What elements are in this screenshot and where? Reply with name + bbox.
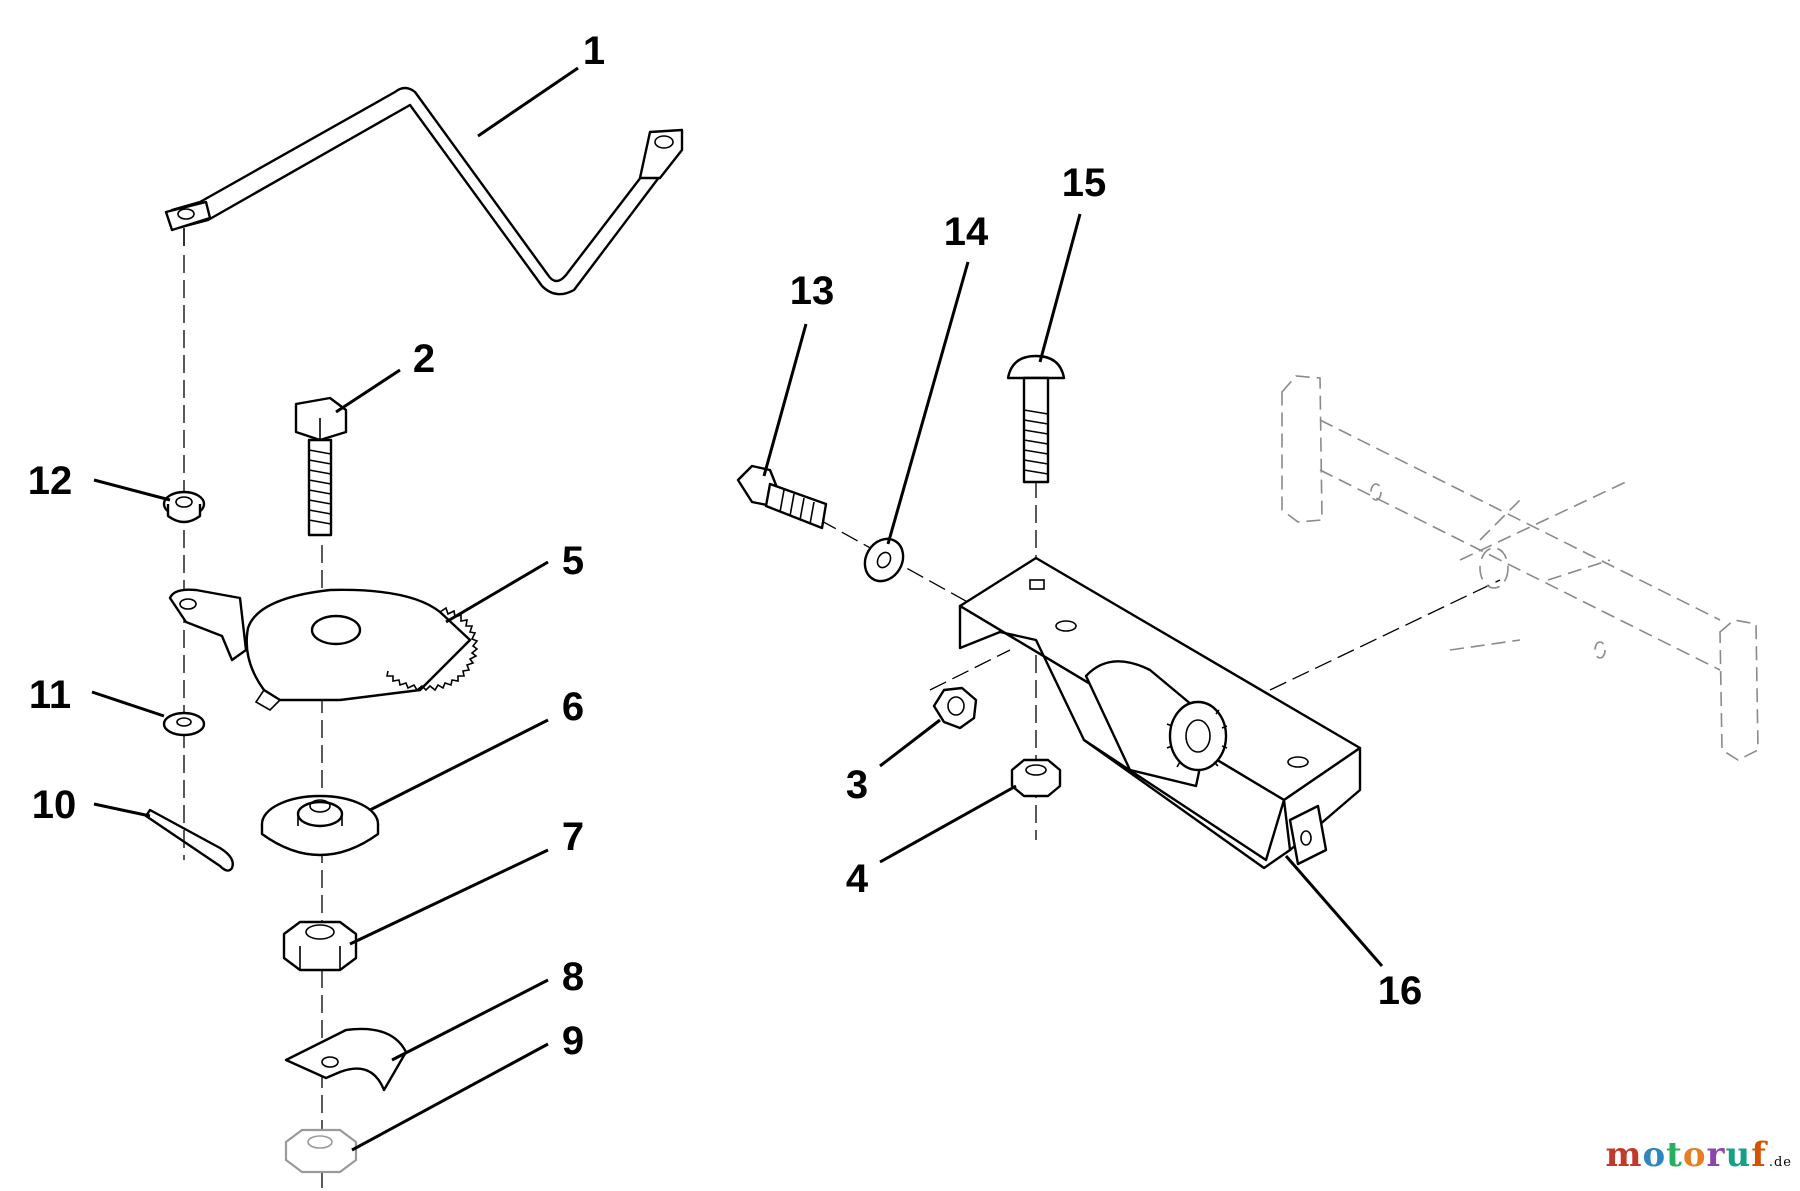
washer-part-11 xyxy=(162,711,206,737)
flange-nut-part-12 xyxy=(162,490,206,524)
watermark-letter: f xyxy=(1751,1135,1767,1175)
shift-rod-part-1 xyxy=(164,86,684,296)
label-part-7: 7 xyxy=(562,815,584,859)
hex-nut-part-7 xyxy=(282,920,358,972)
watermark-text: motoruf xyxy=(1605,1135,1766,1175)
watermark-tld: .de xyxy=(1768,1155,1792,1170)
label-part-14: 14 xyxy=(944,210,989,254)
ghost-frame xyxy=(1281,375,1759,761)
watermark-letter: r xyxy=(1706,1135,1726,1175)
axis-to-frame xyxy=(1269,579,1501,691)
watermark-letter: t xyxy=(1666,1135,1683,1175)
nut-part-4 xyxy=(1010,758,1062,798)
nut-part-3 xyxy=(932,686,978,730)
label-part-3: 3 xyxy=(846,763,868,807)
hex-bolt-part-13 xyxy=(736,464,828,530)
watermark-letter: o xyxy=(1682,1135,1707,1175)
watermark-letter: m xyxy=(1605,1135,1643,1175)
sector-gear-part-5 xyxy=(168,588,479,711)
label-part-1: 1 xyxy=(583,29,605,73)
watermark-letter: o xyxy=(1642,1135,1667,1175)
nut-part-9 xyxy=(284,1128,358,1174)
label-part-12: 12 xyxy=(28,459,73,503)
watermark-letter: u xyxy=(1725,1135,1752,1175)
axis-bolt-13 xyxy=(819,519,1001,621)
axis-nut-3 xyxy=(929,649,1011,691)
leader-lines xyxy=(91,66,1384,1152)
label-part-9: 9 xyxy=(562,1019,584,1063)
label-part-16: 16 xyxy=(1378,969,1423,1013)
part-labels: 1 2 3 4 5 6 7 8 9 10 11 12 13 14 15 16 xyxy=(28,29,1423,1063)
washer-part-14 xyxy=(863,537,905,583)
hex-bolt-part-2 xyxy=(294,396,348,537)
label-part-11: 11 xyxy=(29,673,71,717)
label-part-10: 10 xyxy=(32,783,77,827)
label-part-15: 15 xyxy=(1062,161,1107,205)
clip-part-8 xyxy=(284,1027,408,1092)
label-part-5: 5 xyxy=(562,539,584,583)
label-part-2: 2 xyxy=(413,337,435,381)
spacer-part-6 xyxy=(260,794,380,857)
watermark-logo: motoruf.de xyxy=(1605,1135,1792,1175)
bracket-part-16 xyxy=(958,556,1362,870)
label-part-8: 8 xyxy=(562,955,584,999)
label-part-4: 4 xyxy=(846,857,869,901)
carriage-bolt-part-15 xyxy=(1006,354,1066,484)
cotter-pin-part-10 xyxy=(144,808,234,872)
label-part-13: 13 xyxy=(790,269,835,313)
label-part-6: 6 xyxy=(562,685,584,729)
